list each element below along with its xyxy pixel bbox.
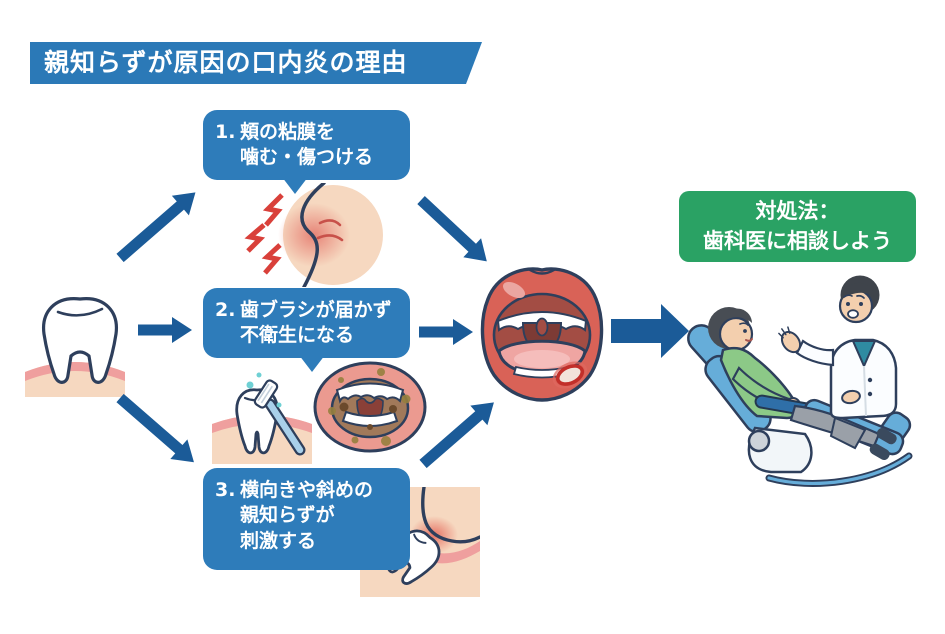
arrow-tooth-to-cause-1 — [116, 192, 196, 263]
toothbrush-on-tooth-illustration — [212, 372, 312, 464]
inflamed-mouth-with-ulcer-icon — [480, 267, 604, 402]
cause-1-line-1: 頬の粘膜を — [240, 121, 336, 143]
cause-box-2: 2. 歯ブラシが届かず 不衛生になる — [203, 288, 410, 358]
page-title: 親知らずが原因の口内炎の理由 — [44, 48, 408, 77]
cause-2-line-1: 歯ブラシが届かず — [240, 299, 392, 321]
mouth-ulcer-spot — [552, 361, 588, 389]
cause-box-1: 1. 頬の粘膜を 噛む・傷つける — [203, 110, 410, 180]
cause-3-line-3: 刺激する — [240, 529, 317, 552]
dentist-smile — [847, 309, 859, 319]
arrow-cause-2-to-mouth — [419, 319, 473, 345]
cause-box-2-tail — [299, 355, 325, 372]
patient-face — [718, 316, 754, 352]
cause-2-number: 2. — [215, 299, 236, 321]
pain-lightning-icon — [244, 193, 284, 275]
dirty-mouth-illustration — [313, 361, 427, 453]
cause-3-line-1: 横向きや斜めの — [240, 479, 374, 501]
dentist-consulting-patient-icon — [687, 275, 913, 487]
cause-box-3: 3. 横向きや斜めの 親知らずが 刺激する — [203, 468, 410, 570]
cheek-bite-illustration — [244, 183, 383, 287]
dentist-open-hand — [778, 326, 802, 354]
solution-line-2: 歯科医に相談しよう — [703, 228, 892, 253]
cause-box-1-tail — [282, 177, 308, 194]
arrow-tooth-to-cause-2 — [138, 317, 192, 343]
arrow-mouth-to-solution — [611, 304, 689, 358]
cause-3-number: 3. — [215, 479, 236, 501]
arrow-tooth-to-cause-3 — [116, 393, 194, 463]
solution-line-1: 対処法： — [755, 198, 840, 223]
cause-1-number: 1. — [215, 121, 236, 143]
title-banner: 親知らずが原因の口内炎の理由 — [30, 42, 482, 84]
tooth-in-gum-icon — [25, 297, 125, 397]
cause-2-line-2: 不衛生になる — [240, 324, 355, 347]
arrow-cause-3-to-mouth — [419, 402, 494, 469]
solution-box: 対処法： 歯科医に相談しよう — [679, 191, 916, 262]
cause-3-line-2: 親知らずが — [240, 504, 335, 527]
arrow-cause-1-to-mouth — [417, 195, 487, 262]
cause-1-line-2: 噛む・傷つける — [240, 146, 374, 169]
